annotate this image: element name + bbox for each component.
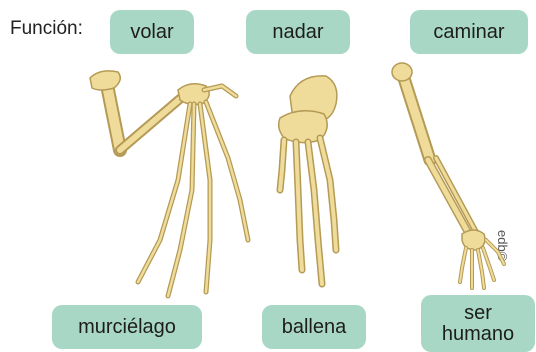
human-humerus-bone: [392, 63, 430, 160]
human-arm-skeleton: [392, 63, 504, 288]
bat-digit-bones: [138, 102, 248, 296]
bat-forearm-bone: [120, 92, 188, 150]
bat-humerus-bone: [90, 71, 120, 150]
bat-wing-skeleton: [90, 71, 248, 296]
whale-flipper-skeleton: [279, 76, 337, 284]
human-forearm-bones: [428, 158, 476, 236]
whale-digit-bones: [280, 138, 336, 284]
human-finger-bones: [460, 240, 504, 288]
